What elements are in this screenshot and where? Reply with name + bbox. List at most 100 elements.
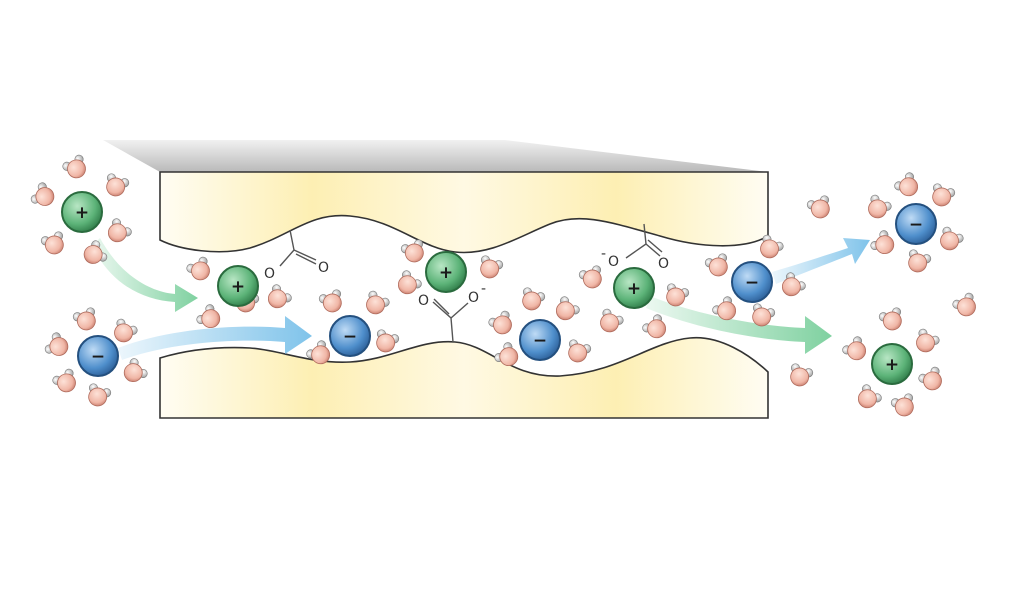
oxygen-atom [781, 277, 801, 297]
carboxylate-group: O O [264, 229, 329, 282]
cation-icon: + [425, 251, 467, 293]
anion-sphere [895, 203, 937, 245]
oxygen-atom [201, 309, 221, 329]
oxygen-atom [88, 387, 108, 407]
anion-sphere [519, 319, 561, 361]
anion-sign: − [745, 273, 759, 293]
anion-sphere [329, 315, 371, 357]
water-molecule [366, 290, 390, 315]
anion-sign: − [909, 215, 923, 235]
water-molecule [908, 249, 932, 273]
oxygen-atom [49, 337, 69, 356]
anion-sign: − [533, 331, 547, 351]
water-molecule [44, 332, 69, 356]
cation-icon: + [613, 267, 655, 309]
oxygen-atom [957, 297, 976, 317]
oxygen-atom [752, 307, 772, 327]
oxygen-atom [480, 259, 500, 279]
oxygen-atom [35, 187, 55, 206]
cation-sphere [217, 265, 259, 307]
cation-icon: + [61, 191, 103, 233]
water-molecule [400, 239, 424, 263]
cation-sphere [871, 343, 913, 385]
water-molecule [842, 336, 867, 361]
oxygen-label: O [658, 256, 669, 272]
oxygen-atom [600, 313, 619, 333]
water-molecule [52, 368, 76, 393]
water-molecule [267, 284, 292, 309]
upper-membrane-wall [159, 171, 769, 254]
cation-sign: + [439, 263, 453, 283]
cation-icon: + [217, 265, 259, 307]
oxygen-atom [76, 311, 96, 331]
charge-label: - [481, 281, 486, 297]
cation-sign: + [75, 203, 89, 223]
water-molecule [790, 363, 814, 387]
water-molecule [868, 194, 892, 219]
anion-icon: − [329, 315, 371, 357]
oxygen-atom [114, 323, 133, 343]
water-molecule [88, 383, 112, 407]
water-molecule [918, 366, 942, 391]
water-molecule [186, 256, 210, 281]
oxygen-label: O [418, 293, 429, 309]
anion-flow-arrow [772, 238, 870, 284]
oxygen-atom [847, 341, 867, 361]
water-molecule [952, 292, 976, 317]
water-molecule [106, 173, 130, 197]
oxygen-atom [899, 177, 919, 197]
water-molecule [30, 182, 55, 206]
water-molecule [600, 308, 624, 333]
anion-flow-arrow [118, 316, 312, 360]
water-molecule [806, 195, 830, 219]
carboxylate-group: O O - [418, 281, 486, 343]
oxygen-atom [875, 235, 895, 255]
charge-label: - [601, 246, 606, 262]
cation-sphere [613, 267, 655, 309]
oxygen-atom [857, 389, 877, 409]
oxygen-atom [493, 315, 512, 335]
oxygen-atom [83, 245, 103, 264]
water-molecule [578, 265, 602, 289]
oxygen-atom [404, 243, 424, 263]
oxygen-atom [908, 253, 928, 273]
oxygen-label: O [468, 290, 479, 306]
cation-sign: + [231, 277, 245, 297]
water-molecule [916, 328, 940, 353]
water-molecule [107, 218, 132, 243]
water-molecule [760, 234, 784, 259]
oxygen-atom [499, 347, 519, 367]
water-molecule [878, 307, 902, 331]
cation-sphere [425, 251, 467, 293]
anion-sign: − [343, 327, 357, 347]
carboxylate-group: O - O [601, 223, 669, 272]
water-molecule [196, 304, 221, 329]
oxygen-atom [322, 293, 342, 313]
oxygen-atom [810, 199, 830, 219]
water-molecule [781, 272, 806, 297]
water-molecule [666, 283, 690, 307]
cation-sign: + [885, 355, 899, 375]
water-molecule [522, 287, 546, 311]
anion-sign: − [91, 347, 105, 367]
oxygen-atom [790, 367, 810, 387]
oxygen-atom [760, 239, 779, 259]
water-molecule [62, 154, 86, 179]
oxygen-atom [191, 261, 210, 281]
ions: + + + + + − − − − − [61, 191, 937, 385]
anion-icon: − [77, 335, 119, 377]
anion-icon: − [731, 261, 773, 303]
oxygen-atom [57, 373, 76, 393]
water-molecule [488, 310, 512, 335]
oxygen-atom [923, 371, 942, 391]
oxygen-atom [376, 333, 396, 353]
lower-membrane-wall [159, 336, 769, 419]
water-molecule [568, 339, 592, 363]
oxygen-atom [44, 235, 64, 255]
water-molecule [712, 296, 737, 321]
oxygen-label: O [608, 254, 619, 270]
water-molecule [555, 296, 580, 321]
oxygen-atom [940, 231, 959, 251]
oxygen-atom [916, 333, 935, 353]
